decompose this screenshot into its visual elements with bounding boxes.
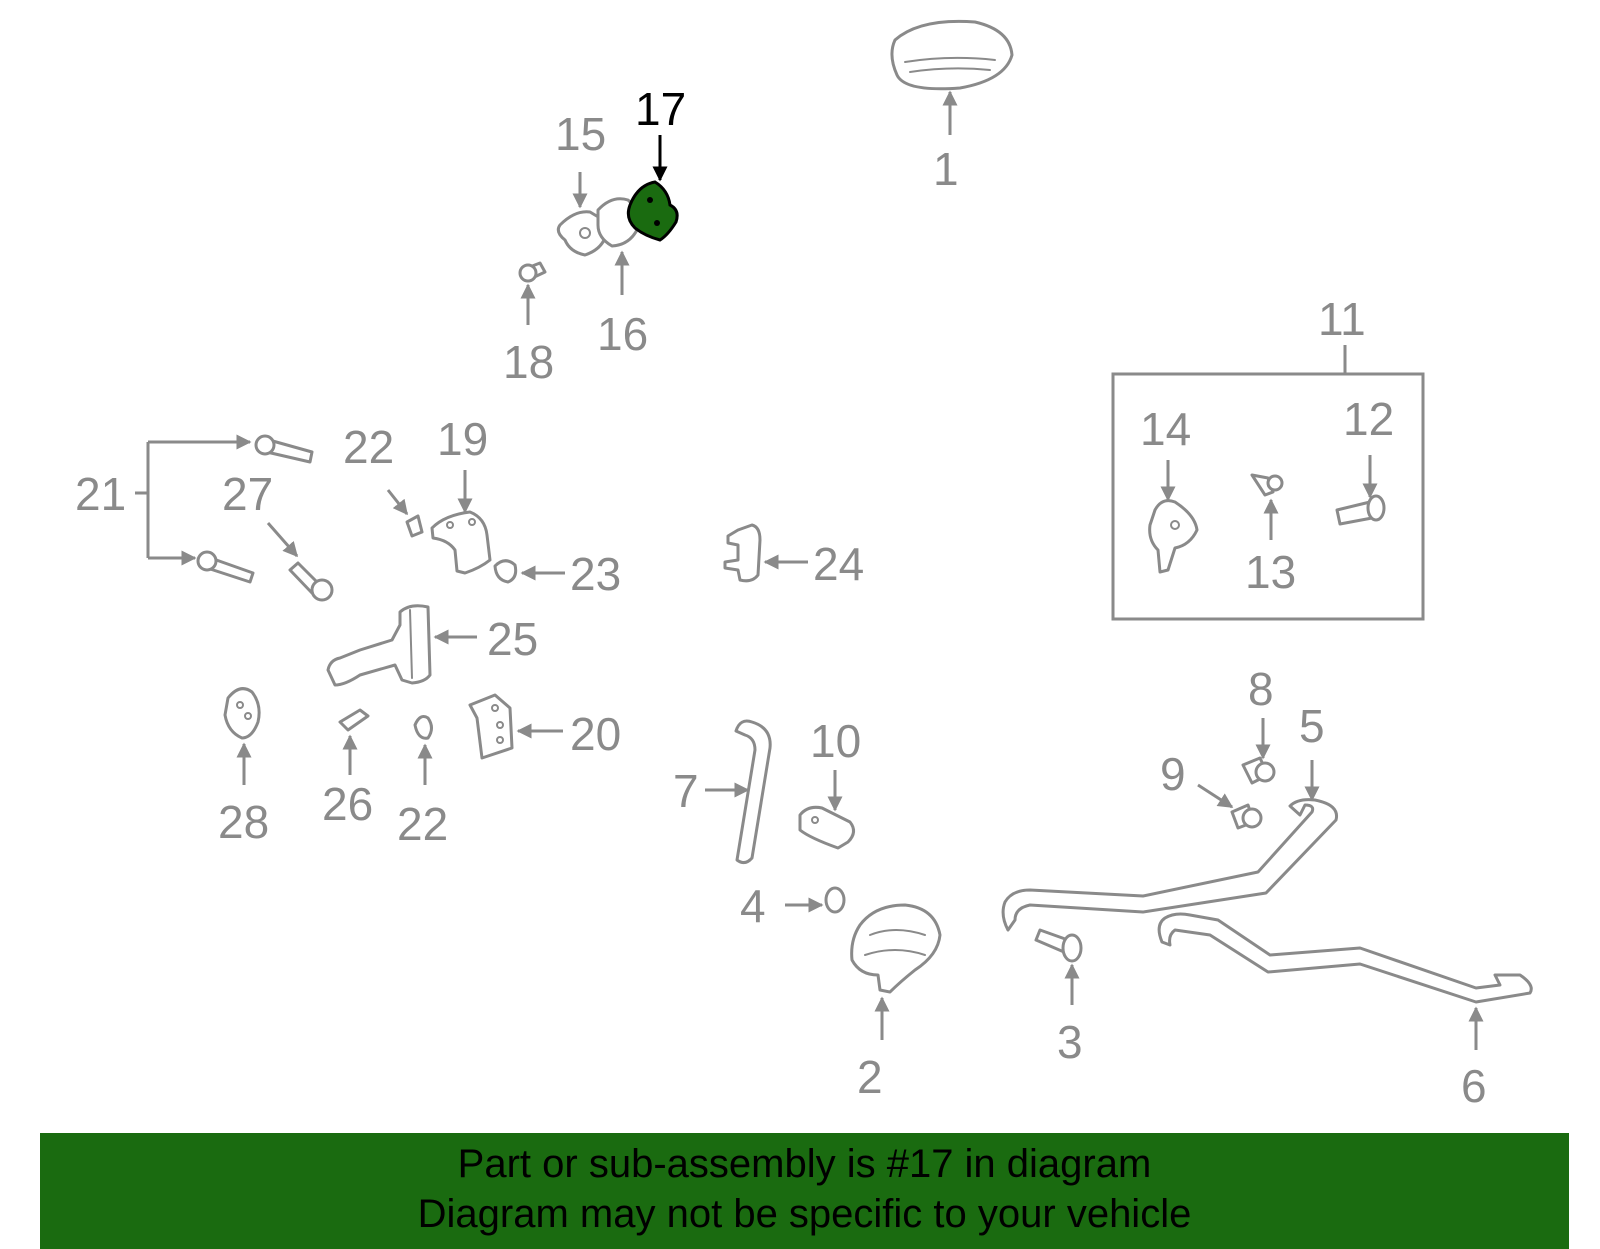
callout-7[interactable]: 7: [673, 765, 699, 817]
part-5-rod[interactable]: [1001, 798, 1339, 932]
callout-21[interactable]: 21: [75, 468, 126, 520]
part-9-grommet[interactable]: [1230, 803, 1263, 830]
banner-line-1: Part or sub-assembly is #17 in diagram: [457, 1142, 1152, 1186]
part-2-latch[interactable]: [850, 903, 942, 994]
part-28-plug[interactable]: [223, 687, 261, 740]
part-21-bolt-lower[interactable]: [196, 550, 255, 584]
part-6-rod[interactable]: [1157, 912, 1533, 1004]
callout-11[interactable]: 11: [1318, 293, 1366, 345]
callout-18[interactable]: 18: [503, 336, 554, 388]
callout-9[interactable]: 9: [1160, 748, 1186, 800]
part-15-bracket[interactable]: [556, 210, 609, 257]
part-3-screw[interactable]: [1034, 928, 1083, 963]
callout-15[interactable]: 15: [555, 108, 606, 160]
callout-4[interactable]: 4: [740, 880, 766, 932]
part-23-clip[interactable]: [493, 559, 518, 584]
banner-line-2: Diagram may not be specific to your vehi…: [417, 1192, 1192, 1236]
callout-13[interactable]: 13: [1245, 546, 1296, 598]
arrow-9: [1197, 783, 1234, 809]
part-22-clip-upper[interactable]: [405, 514, 424, 538]
callout-24[interactable]: 24: [813, 538, 864, 590]
callout-19[interactable]: 19: [437, 413, 488, 465]
part-1-dome-lamp[interactable]: [890, 19, 1014, 91]
callout-8[interactable]: 8: [1248, 663, 1274, 715]
part-4-washer[interactable]: [824, 886, 846, 914]
part-24-bracket[interactable]: [723, 523, 762, 583]
callout-25[interactable]: 25: [487, 613, 538, 665]
part-26-clip[interactable]: [338, 708, 370, 732]
callout-23[interactable]: 23: [570, 548, 621, 600]
part-27-bolt[interactable]: [288, 561, 334, 602]
part-7-rod[interactable]: [734, 719, 772, 865]
callout-26[interactable]: 26: [322, 778, 373, 830]
callout-28[interactable]: 28: [218, 796, 269, 848]
callout-16[interactable]: 16: [597, 308, 648, 360]
part-8-nut[interactable]: [1241, 756, 1276, 785]
part-22-clip-lower[interactable]: [413, 715, 433, 740]
callout-12[interactable]: 12: [1343, 393, 1394, 445]
callout-17[interactable]: 17: [635, 83, 686, 135]
callout-2[interactable]: 2: [857, 1051, 883, 1103]
callout-5[interactable]: 5: [1299, 700, 1325, 752]
callout-14[interactable]: 14: [1140, 403, 1191, 455]
callout-1[interactable]: 1: [933, 143, 959, 195]
callout-20[interactable]: 20: [570, 708, 621, 760]
part-10-clip[interactable]: [798, 805, 855, 850]
part-20-bracket[interactable]: [468, 693, 514, 760]
callout-3[interactable]: 3: [1057, 1016, 1083, 1068]
arrow-22a: [386, 489, 409, 516]
part-19-bracket[interactable]: [430, 510, 492, 575]
callout-6[interactable]: 6: [1461, 1060, 1487, 1112]
callout-21-bracket: [135, 434, 252, 566]
callout-22-upper[interactable]: 22: [343, 421, 394, 473]
part-17-highlighted[interactable]: [626, 180, 679, 242]
callout-27[interactable]: 27: [222, 468, 273, 520]
part-13-pin[interactable]: [1250, 473, 1284, 497]
part-18-screw[interactable]: [518, 261, 547, 283]
callout-22-lower[interactable]: 22: [397, 798, 448, 850]
part-21-bolt-upper[interactable]: [254, 434, 314, 464]
arrow-27: [266, 522, 299, 558]
part-25-check-arm[interactable]: [326, 604, 432, 687]
info-banner: Part or sub-assembly is #17 in diagram D…: [40, 1133, 1569, 1249]
callout-10[interactable]: 10: [810, 715, 861, 767]
